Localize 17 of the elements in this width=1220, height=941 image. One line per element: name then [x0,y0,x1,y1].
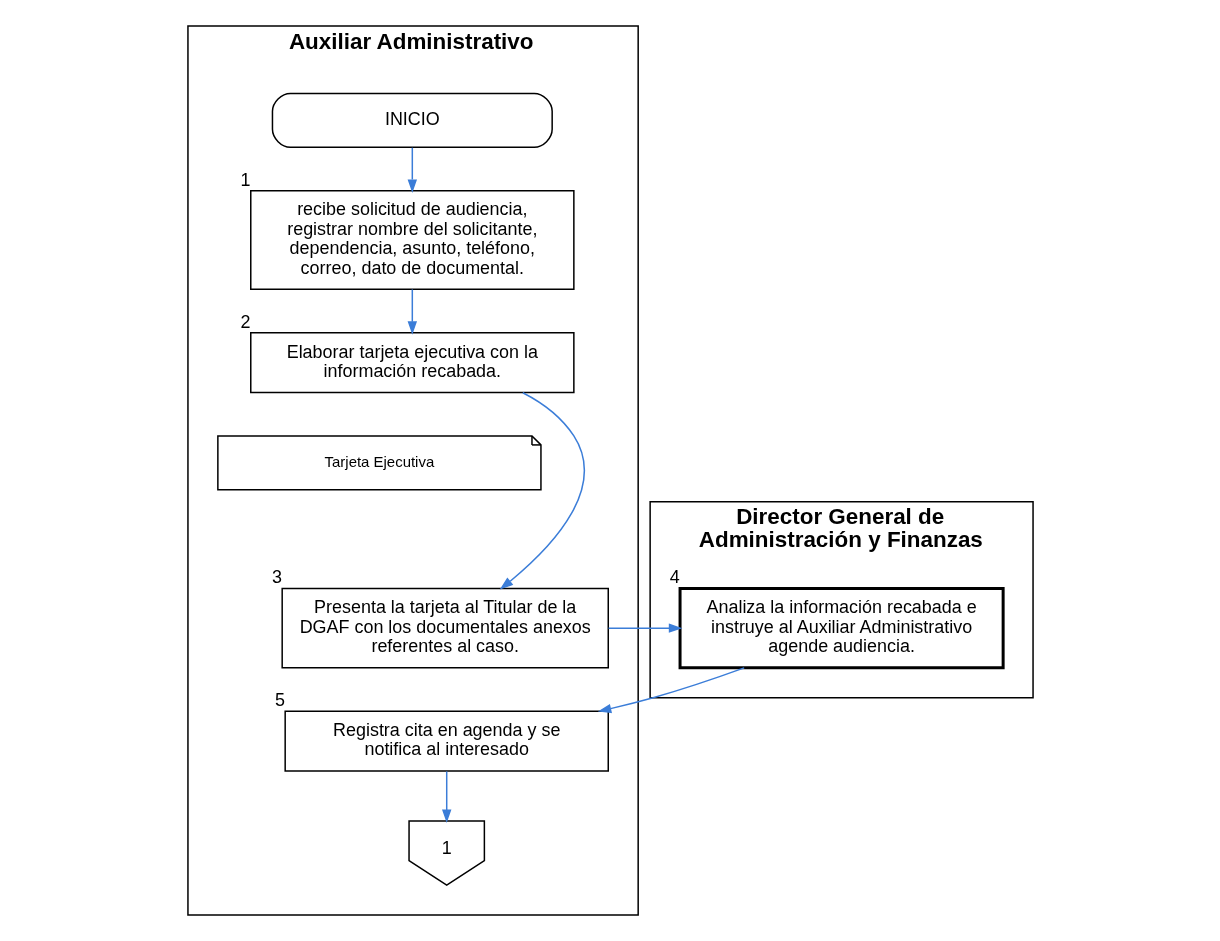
arrow [499,392,585,590]
arrow [407,147,417,193]
node-box: INICIO [271,92,553,148]
node-label: 5 [274,690,285,711]
arrow [441,770,451,824]
node-label: 1 [240,169,251,190]
arrow [407,288,417,335]
node-box: recibe solicitud de audiencia, registrar nombre del solicitante, dependencia, asunto, teléfono, correo, dato de documental. [249,189,575,291]
arrow [607,623,682,633]
node-box: Presenta la tarjeta al Titular de la DGAF con los documentales anexos referentes al caso. [280,587,609,669]
node-box: Registra cita en agenda y se notifica al interesado [283,710,609,772]
node-label: 3 [271,567,282,588]
arrow [597,667,745,714]
node-box: Analiza la información recabada e instruye al Auxiliar Administrativo agende audiencia. [678,587,1005,670]
node-label: 4 [669,567,680,588]
node-label: 2 [240,311,251,332]
node-box: Elaborar tarjeta ejecutiva con la información recabada. [249,332,575,394]
